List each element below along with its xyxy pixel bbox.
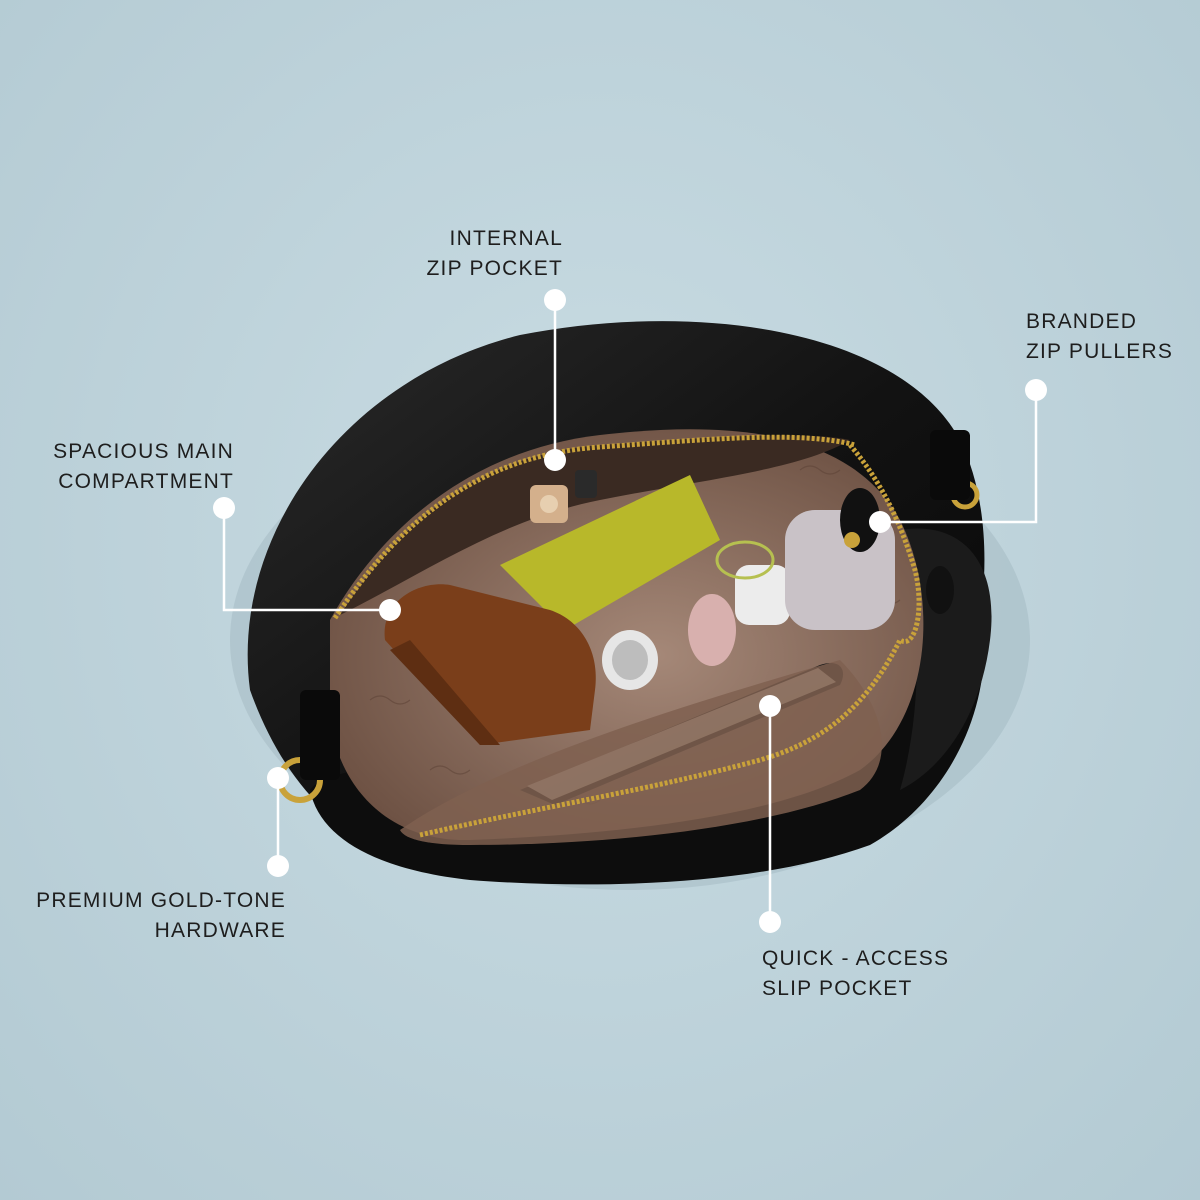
top-zipper — [332, 434, 856, 620]
label-quick-access-slip-pocket: QUICK - ACCESS SLIP POCKET — [762, 944, 949, 1004]
strap-tabs — [300, 430, 970, 780]
label-internal-zip-pocket-line2: ZIP POCKET — [426, 257, 563, 280]
callout-dot-zip-pullers-anchor — [869, 511, 891, 533]
label-branded-zip-pullers-line1: BRANDED — [1026, 310, 1138, 333]
label-spacious-main-compartment-line2: COMPARTMENT — [58, 470, 234, 493]
label-quick-access-slip-pocket-line1: QUICK - ACCESS — [762, 947, 950, 970]
label-internal-zip-pocket-line1: INTERNAL — [449, 227, 563, 250]
callout-dot-main-compartment-top — [213, 497, 235, 519]
brown-wallet — [384, 584, 596, 745]
label-branded-zip-pullers: BRANDED ZIP PULLERS — [1026, 307, 1173, 367]
callout-dot-main-compartment-anchor — [379, 599, 401, 621]
label-premium-gold-tone-hardware: PREMIUM GOLD-TONE HARDWARE — [36, 886, 286, 946]
callout-dot-internal-zip-anchor — [544, 449, 566, 471]
callout-dot-hardware-anchor — [267, 767, 289, 789]
bottom-zipper — [419, 638, 903, 838]
callout-dot-internal-zip-top — [544, 289, 566, 311]
callout-lines — [222, 300, 1038, 922]
label-branded-zip-pullers-line2: ZIP PULLERS — [1026, 340, 1174, 363]
label-premium-gold-tone-hardware-line1: PREMIUM GOLD-TONE — [36, 889, 286, 912]
label-premium-gold-tone-hardware-line2: HARDWARE — [154, 919, 286, 942]
label-spacious-main-compartment-line1: SPACIOUS MAIN — [53, 440, 234, 463]
bag-side-panel — [900, 528, 992, 790]
callout-dots — [213, 289, 1047, 933]
label-quick-access-slip-pocket-line2: SLIP POCKET — [762, 977, 913, 1000]
label-internal-zip-pocket: INTERNAL ZIP POCKET — [427, 224, 563, 284]
side-zipper — [848, 443, 922, 644]
callout-dot-zip-pullers-top — [1025, 379, 1047, 401]
callout-dot-slip-pocket-bottom — [759, 911, 781, 933]
branded-zip-pullers — [840, 488, 954, 614]
callout-dot-slip-pocket-anchor — [759, 695, 781, 717]
yellow-card-holder — [500, 475, 720, 630]
callout-dot-hardware-bottom — [267, 855, 289, 877]
label-spacious-main-compartment: SPACIOUS MAIN COMPARTMENT — [53, 437, 234, 497]
